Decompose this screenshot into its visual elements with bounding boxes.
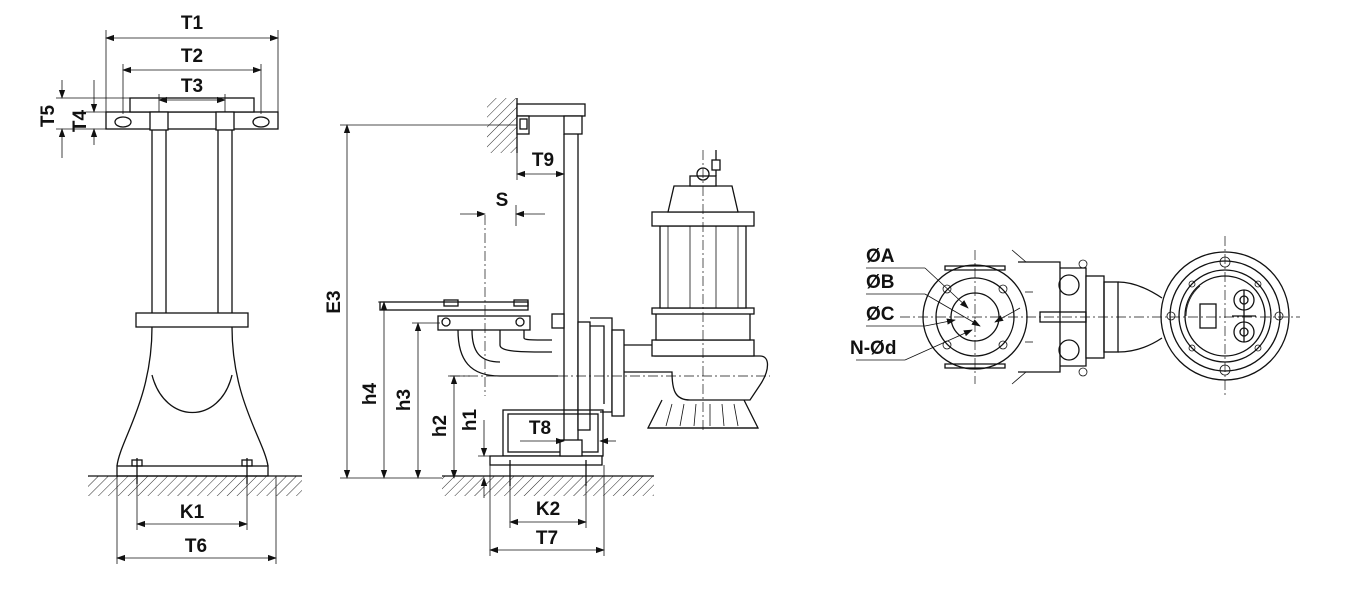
dim-t9-label: T9 xyxy=(532,150,554,171)
base-plate xyxy=(116,465,269,477)
dia-a-label: ØA xyxy=(866,246,895,267)
dim-h3-label: h3 xyxy=(394,389,415,411)
dim-k2-label: K2 xyxy=(536,499,560,520)
dim-e3-label: E3 xyxy=(324,290,345,313)
dim-t4-label: T4 xyxy=(70,109,91,132)
dim-t3-label: T3 xyxy=(181,76,203,97)
dim-t7-label: T7 xyxy=(536,528,558,549)
dim-s-label: S xyxy=(496,190,509,211)
side-ground-hatch xyxy=(442,476,654,496)
front-view: T1 T2 T3 T4 T5 K1 T6 xyxy=(38,13,302,564)
guide-rail-head xyxy=(149,111,169,131)
dia-c-label: ØC xyxy=(866,304,895,325)
top-bracket-plate xyxy=(105,111,279,130)
dim-h2-label: h2 xyxy=(430,415,451,437)
dim-h4-label: h4 xyxy=(360,382,381,405)
bolts-label: N-Ød xyxy=(850,338,896,359)
ground-hatch xyxy=(88,476,302,496)
side-top-bracket xyxy=(516,103,586,117)
dim-h1-label: h1 xyxy=(460,408,481,431)
dia-b-label: ØB xyxy=(866,272,895,293)
side-base-plate xyxy=(489,455,603,466)
dim-t8-label: T8 xyxy=(529,418,551,439)
bracket-slot xyxy=(252,116,270,128)
top-view: ØA ØB ØC N-Ød xyxy=(850,236,1300,396)
bracket-slot xyxy=(114,116,132,128)
discharge-flange xyxy=(135,312,249,328)
guide-rail-head xyxy=(215,111,235,131)
dim-t1-label: T1 xyxy=(181,13,204,34)
dim-t2-label: T2 xyxy=(181,46,203,67)
dim-t5-label: T5 xyxy=(38,104,59,127)
pump-discharge-flange xyxy=(611,329,625,417)
side-view: E3 h4 h3 h2 h1 S T9 T8 K2 xyxy=(324,98,770,556)
dim-t6-label: T6 xyxy=(185,536,207,557)
dim-k1-label: K1 xyxy=(180,502,205,523)
wall-hatch xyxy=(487,98,517,153)
